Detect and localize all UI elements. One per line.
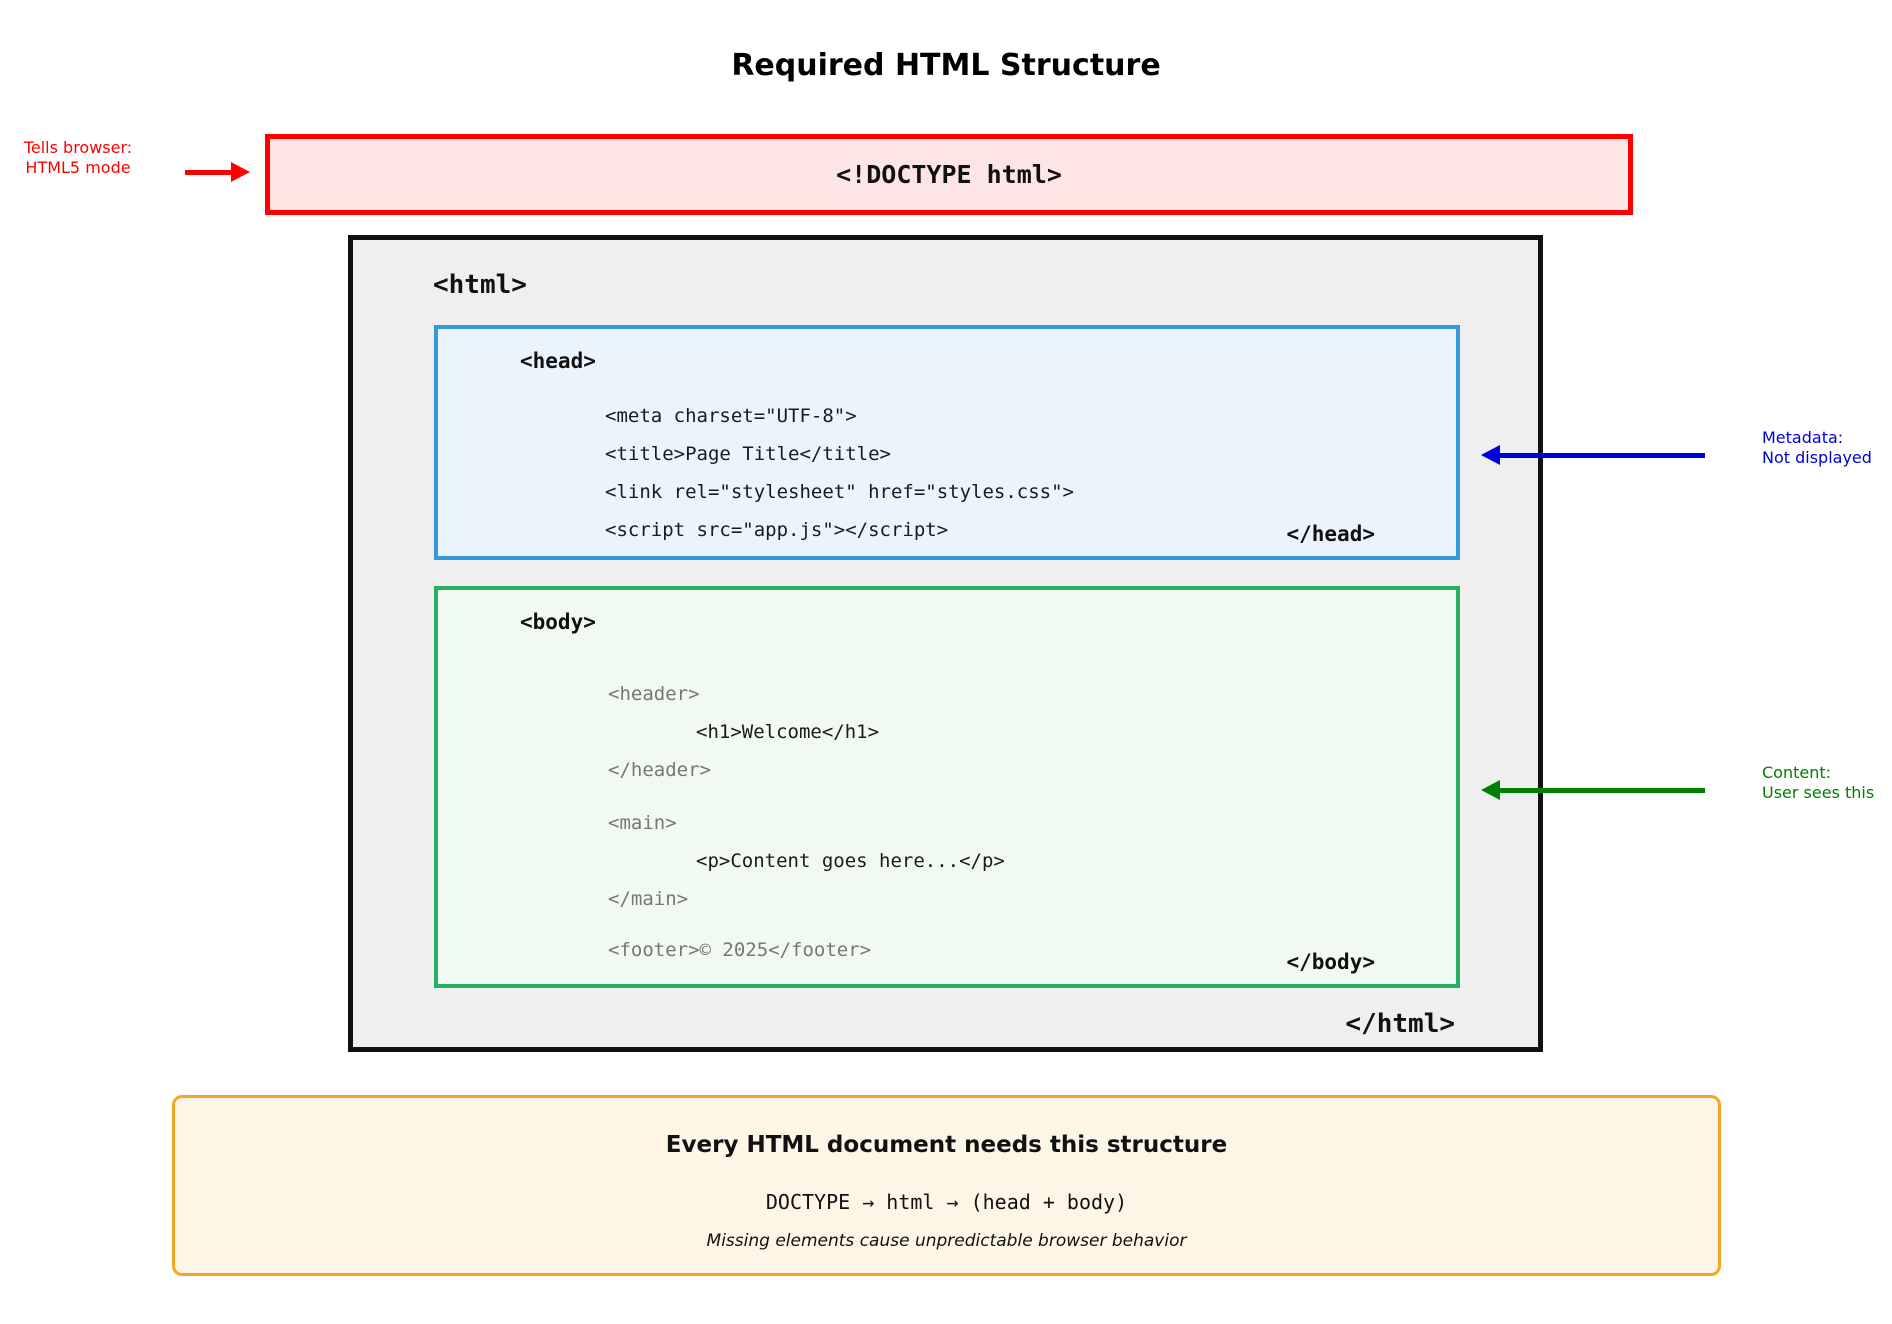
summary-heading: Every HTML document needs this structure <box>665 1132 1228 1158</box>
green-arrow-shaft <box>1499 788 1705 793</box>
doctype-annotation-line2: HTML5 mode <box>25 158 131 177</box>
doctype-annotation-line1: Tells browser: <box>23 138 133 157</box>
doctype-box: <!DOCTYPE html> <box>265 134 1633 215</box>
body-open-tag: <body> <box>520 610 596 634</box>
content-annotation-line2: User sees this <box>1762 783 1875 802</box>
blue-arrow-shaft <box>1499 453 1705 458</box>
body-code-line-h1: <h1>Welcome</h1> <box>696 721 880 743</box>
blue-arrow-head <box>1481 445 1500 465</box>
head-code-line-title: <title>Page Title</title> <box>605 443 891 465</box>
metadata-annotation-line1: Metadata: <box>1762 428 1844 447</box>
body-code-line-main-open: <main> <box>608 812 677 834</box>
head-code-line-link: <link rel="stylesheet" href="styles.css"… <box>605 481 1074 503</box>
summary-box: Every HTML document needs this structure… <box>172 1095 1721 1276</box>
body-close-tag: </body> <box>1286 950 1375 974</box>
doctype-label: <!DOCTYPE html> <box>836 160 1062 189</box>
body-code-line-header-open: <header> <box>608 683 700 705</box>
diagram-title: Required HTML Structure <box>731 48 1161 83</box>
red-arrow-shaft <box>185 170 233 175</box>
metadata-annotation: Metadata: Not displayed <box>1762 428 1872 468</box>
html-close-tag: </html> <box>1345 1009 1455 1039</box>
content-annotation-line1: Content: <box>1762 763 1832 782</box>
head-code-line-script: <script src="app.js"></script> <box>605 519 949 541</box>
green-arrow-head <box>1481 780 1500 800</box>
red-arrow-head <box>231 162 250 182</box>
html-box: <html> <head> <meta charset="UTF-8"> <ti… <box>348 235 1543 1052</box>
body-code-line-main-close: </main> <box>608 888 689 910</box>
summary-note: Missing elements cause unpredictable bro… <box>706 1231 1187 1251</box>
body-code-line-p: <p>Content goes here...</p> <box>696 850 1005 872</box>
doctype-annotation: Tells browser: HTML5 mode <box>8 138 148 178</box>
head-open-tag: <head> <box>520 349 596 373</box>
body-box: <body> <header> <h1>Welcome</h1> </heade… <box>434 586 1460 988</box>
content-annotation: Content: User sees this <box>1762 763 1874 803</box>
head-close-tag: </head> <box>1286 522 1375 546</box>
head-code-line-meta: <meta charset="UTF-8"> <box>605 405 857 427</box>
summary-flow: DOCTYPE → html → (head + body) <box>765 1190 1128 1214</box>
html-open-tag: <html> <box>433 270 527 300</box>
body-code-line-footer: <footer>© 2025</footer> <box>608 939 872 961</box>
head-box: <head> <meta charset="UTF-8"> <title>Pag… <box>434 325 1460 560</box>
metadata-annotation-line2: Not displayed <box>1762 448 1872 467</box>
body-code-line-header-close: </header> <box>608 759 711 781</box>
